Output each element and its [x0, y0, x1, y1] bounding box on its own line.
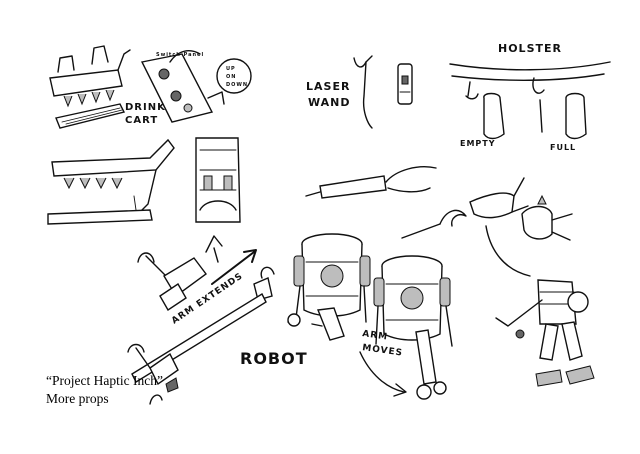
caption-title: “Project Haptic Inch”	[46, 373, 163, 388]
drink-cart-side-view	[195, 137, 241, 223]
svg-text:FULL: FULL	[550, 143, 576, 152]
svg-text:ROBOT: ROBOT	[240, 349, 308, 368]
svg-text:ON: ON	[226, 74, 236, 80]
svg-text:HOLSTER: HOLSTER	[498, 42, 562, 55]
svg-text:EMPTY: EMPTY	[460, 139, 496, 148]
robot-front-sketch	[287, 233, 371, 341]
caption-subtitle: More props	[46, 391, 109, 406]
svg-text:DRINK: DRINK	[125, 102, 166, 113]
laser-wand-label: LASER WAND	[306, 80, 351, 109]
robot-side-view-sketch	[495, 279, 595, 387]
arm-extends-arrow	[211, 249, 257, 285]
holster-sketch: EMPTY FULL	[449, 61, 611, 152]
svg-text:Switch Panel: Switch Panel	[156, 52, 204, 58]
svg-text:ARM: ARM	[362, 329, 389, 343]
robot-arm-moves-sketch	[359, 255, 453, 400]
svg-text:UP: UP	[226, 66, 236, 72]
wand-closeup-sketch	[305, 166, 437, 199]
drink-cart-large-sketch	[47, 138, 175, 225]
svg-text:CART: CART	[125, 115, 158, 126]
holster-label: HOLSTER	[498, 42, 562, 55]
svg-text:LASER: LASER	[306, 80, 350, 93]
svg-text:WAND: WAND	[308, 96, 351, 109]
arm-extends-sketch	[127, 235, 275, 405]
svg-text:DOWN: DOWN	[226, 82, 248, 88]
drink-cart-label: DRINK CART	[125, 102, 166, 126]
hand-holding-wand-sketch	[401, 177, 573, 277]
laser-wand-sketch	[353, 55, 413, 129]
svg-text:MOVES: MOVES	[362, 343, 404, 359]
caption: “Project Haptic Inch” More props	[46, 372, 163, 408]
switch-panel-sketch: Switch Panel UP ON DOWN	[140, 50, 252, 123]
robot-label: ROBOT	[240, 349, 308, 368]
drink-cart-small-sketch	[49, 45, 131, 129]
